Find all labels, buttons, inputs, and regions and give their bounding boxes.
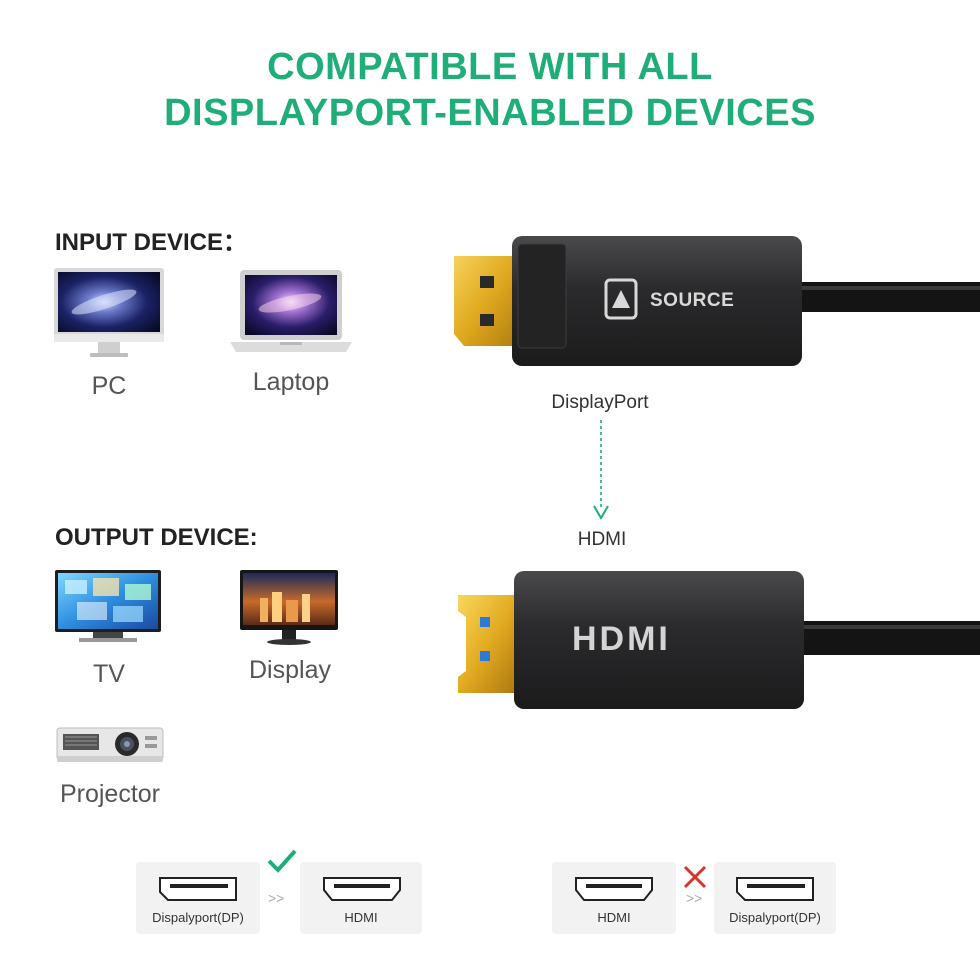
source-button-label: SOURCE <box>650 290 735 311</box>
compat-invalid-to-label: Dispalyport(DP) <box>729 910 821 925</box>
hdmi-port-icon <box>322 876 402 902</box>
compat-invalid-from-label: HDMI <box>597 910 631 925</box>
title-line-2: DISPLAYPORT-ENABLED DEVICES <box>164 92 816 134</box>
output-device-heading: OUTPUT DEVICE: <box>55 524 258 551</box>
hdmi-housing-text: HDMI <box>572 620 671 658</box>
input-device-heading: INPUT DEVICE： <box>55 229 248 256</box>
device-label-pc: PC <box>91 372 127 400</box>
laptop-icon <box>228 270 354 356</box>
hdmi-connector <box>452 565 980 713</box>
compat-valid-from-label: Dispalyport(DP) <box>152 910 244 925</box>
compat-invalid-arrow: >> <box>686 890 703 906</box>
compat-valid-arrow: >> <box>268 890 285 906</box>
device-label-projector: Projector <box>59 780 161 808</box>
monitor-icon <box>240 570 340 646</box>
projector-icon <box>55 722 165 766</box>
down-arrow-icon <box>592 418 610 524</box>
hdmi-port-icon <box>574 876 654 902</box>
desktop-pc-icon <box>52 268 166 360</box>
compat-valid-target-box: HDMI <box>300 862 422 934</box>
device-label-tv: TV <box>93 660 125 688</box>
displayport-port-icon <box>735 876 815 902</box>
title-line-1: COMPATIBLE WITH ALL <box>267 46 713 88</box>
cross-icon <box>682 864 708 890</box>
compat-valid-to-label: HDMI <box>344 910 378 925</box>
device-label-laptop: Laptop <box>252 368 330 396</box>
device-label-display: Display <box>249 656 331 684</box>
compat-invalid-target-box: Dispalyport(DP) <box>714 862 836 934</box>
displayport-label: DisplayPort <box>551 392 649 413</box>
displayport-connector <box>446 230 980 372</box>
check-icon <box>266 848 298 874</box>
hdmi-label: HDMI <box>577 529 627 550</box>
compat-invalid-source-box: HDMI <box>552 862 676 934</box>
displayport-port-icon <box>158 876 238 902</box>
compat-valid-source-box: Dispalyport(DP) <box>136 862 260 934</box>
tv-icon <box>55 570 163 644</box>
